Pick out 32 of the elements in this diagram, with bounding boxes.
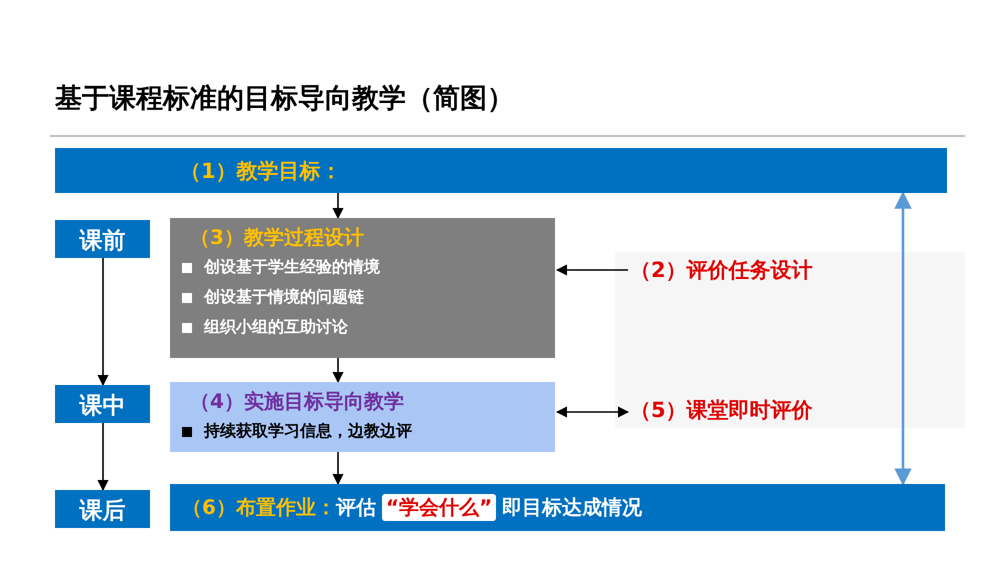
arrow [556, 406, 630, 418]
goal-heading: （1）教学目标： [180, 158, 343, 185]
homework-text: “学会什么” [382, 494, 496, 521]
evaluation-text: （2）评价任务设计 [630, 257, 813, 284]
arrow [97, 258, 109, 386]
homework-text: （6）布置作业： [182, 494, 336, 521]
arrow [894, 191, 912, 486]
arrow [332, 193, 344, 220]
homework-text: 即目标达成情况 [502, 494, 642, 521]
arrow [332, 358, 344, 384]
stage-label: 课后 [78, 497, 126, 526]
goal-band [55, 148, 947, 193]
bullet-text: 创设基于学生经验的情境 [204, 257, 380, 276]
bullet-text: 创设基于情境的问题链 [204, 287, 364, 306]
stage-tag [55, 220, 150, 258]
stage-label: 课前 [78, 227, 126, 256]
homework-text: 评估 [336, 494, 376, 521]
stage-tag [55, 490, 150, 528]
diagram-title: 基于课程标准的目标导向教学（简图） [55, 82, 514, 116]
arrow [332, 452, 344, 486]
stage-label: 课中 [78, 392, 126, 421]
box-heading: （3）教学过程设计 [190, 224, 365, 251]
evaluation-text: （5）课堂即时评价 [630, 397, 813, 424]
arrow [556, 264, 628, 276]
stage-tag [55, 385, 150, 423]
box-heading: （4）实施目标导向教学 [190, 388, 405, 415]
homework-band [170, 484, 945, 531]
process-box [170, 382, 555, 452]
arrow [97, 423, 109, 492]
bullet-text: 持续获取学习信息，边教边评 [204, 421, 412, 440]
process-box [170, 218, 555, 358]
bullet-text: 组织小组的互助讨论 [204, 317, 348, 336]
